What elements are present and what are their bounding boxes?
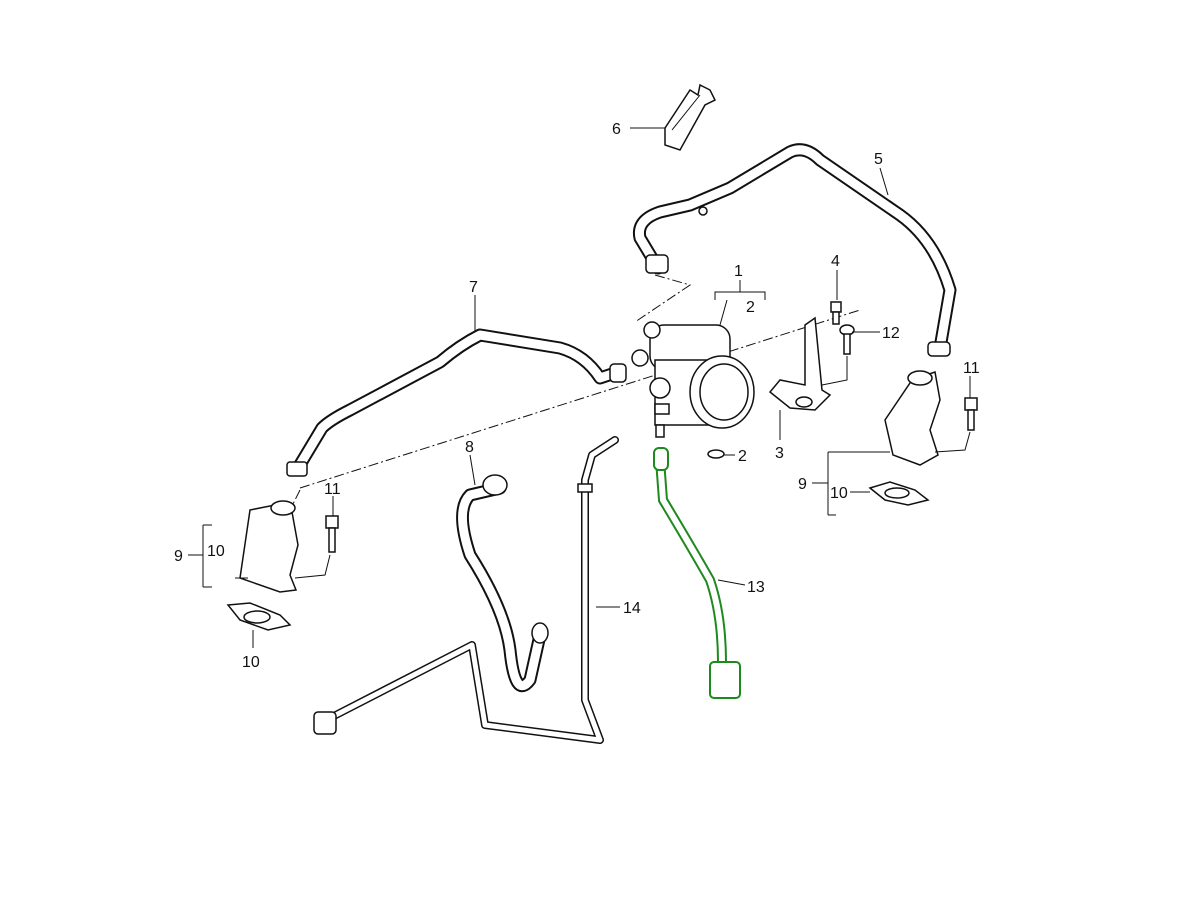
callout-8[interactable]: 8: [465, 439, 474, 456]
callout-11[interactable]: 11: [963, 360, 980, 377]
callout-1[interactable]: 1: [734, 263, 743, 280]
callout-4[interactable]: 4: [831, 253, 840, 270]
callout-6[interactable]: 6: [612, 121, 621, 138]
center-line: [299, 309, 861, 489]
callout-12[interactable]: 12: [882, 325, 900, 342]
part-14-pipe[interactable]: [313, 436, 619, 744]
part-1-oil-separator[interactable]: [631, 321, 755, 438]
callout-9[interactable]: 9: [174, 548, 183, 565]
part-11-bolt-left[interactable]: [325, 515, 339, 553]
part-4-bolt[interactable]: [830, 301, 842, 325]
part-12-bolt[interactable]: [839, 324, 855, 355]
part-13-hose-highlighted[interactable]: [653, 447, 741, 699]
callout-11[interactable]: 11: [324, 481, 341, 498]
part-6-clip[interactable]: [664, 83, 717, 151]
callout-2[interactable]: 2: [738, 448, 747, 465]
callout-10[interactable]: 10: [830, 485, 848, 502]
callout-10[interactable]: 10: [207, 543, 225, 560]
part-8-hose[interactable]: [456, 474, 549, 693]
part-9-flange-left[interactable]: [239, 500, 299, 593]
part-11-bolt-right[interactable]: [964, 397, 978, 431]
callout-9[interactable]: 9: [798, 476, 807, 493]
callout-2[interactable]: 2: [746, 299, 755, 316]
part-10-gasket-right[interactable]: [868, 481, 930, 506]
part-3-bracket[interactable]: [768, 316, 832, 411]
part-9-flange-right[interactable]: [884, 370, 941, 466]
callout-5[interactable]: 5: [874, 151, 883, 168]
part-10-gasket-left[interactable]: [226, 602, 292, 631]
part-5-hose[interactable]: [632, 143, 957, 357]
callout-10[interactable]: 10: [242, 654, 260, 671]
callout-7[interactable]: 7: [469, 279, 478, 296]
part-7-hose[interactable]: [286, 328, 627, 477]
callout-13[interactable]: 13: [747, 579, 765, 596]
callout-3[interactable]: 3: [775, 445, 784, 462]
callout-14[interactable]: 14: [623, 600, 641, 617]
center-line: [634, 274, 692, 323]
part-2-o-ring[interactable]: [707, 449, 725, 459]
